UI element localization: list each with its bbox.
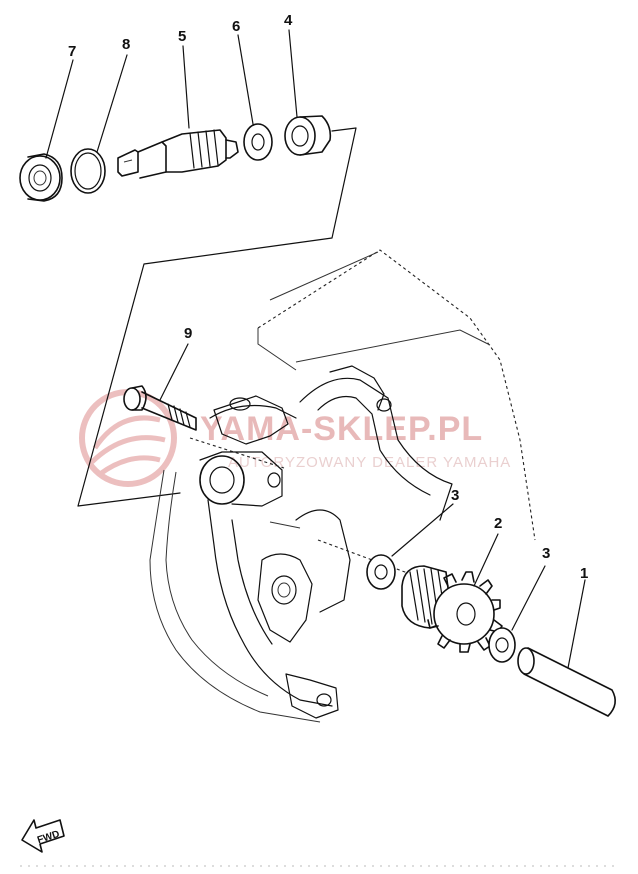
callout-2: 2 [494,515,502,532]
part-2-drive-gear [401,565,503,653]
fwd-label: FWD [36,829,61,847]
top-leader-lines [45,29,298,159]
callout-5: 5 [178,28,186,45]
callout-8: 8 [122,36,130,53]
watermark-subtitle: AUTORYZOWANY DEALER YAMAHA [228,454,511,471]
leader-9 [159,343,189,401]
part-3-washer-right [488,627,516,663]
forward-direction-badge: FWD [21,819,65,853]
leader-3-right [511,565,546,631]
part-5-driven-gear-shaft [117,129,239,179]
callout-4: 4 [284,12,293,29]
part-8-o-ring [70,148,106,194]
part-9-bolt [123,385,197,431]
callout-9: 9 [184,325,192,342]
part-3-washer-left [366,554,396,590]
watermark-title: YAMA-SKLEP.PL [200,410,483,448]
part-4-bushing [284,115,332,156]
part-6-washer [243,123,273,161]
assembly-bracket-line [77,127,357,507]
callout-7: 7 [68,43,76,60]
watermark: YAMA-SKLEP.PL AUTORYZOWANY DEALER YAMAHA [79,389,511,487]
leader-2 [473,533,499,587]
callout-6: 6 [232,18,240,35]
callout-1: 1 [580,565,588,582]
callout-3-right: 3 [542,545,550,562]
part-7-oil-seal [19,153,63,202]
crankcase-cover [149,249,536,723]
leader-1 [567,579,586,669]
part-1-shaft [517,647,616,717]
leader-3-left [391,503,454,557]
callout-3-left: 3 [451,487,459,504]
